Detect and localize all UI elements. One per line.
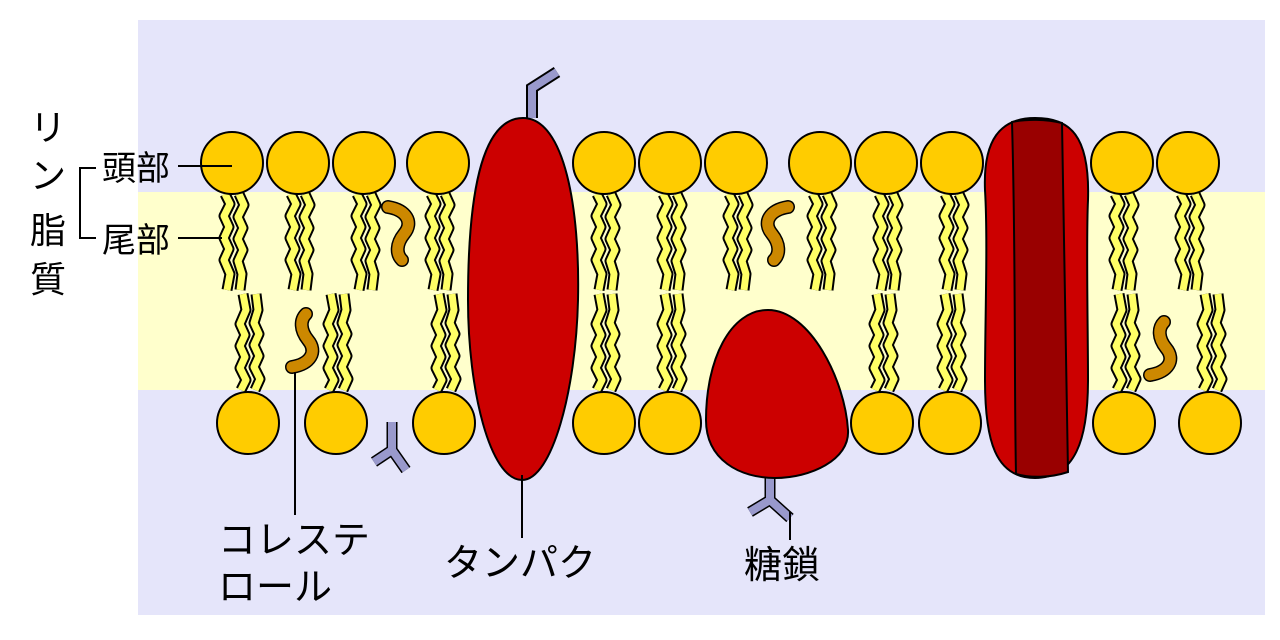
upper-lipid-head-1 [200,131,264,195]
phospholipid-label: リ ン 脂 質 [30,108,66,301]
phospholipid-char-4: 質 [30,260,66,301]
upper-lipid-head-3 [332,131,396,195]
upper-lipid-head-10 [920,131,984,195]
sugar-chain-label: 糖鎖 [744,543,820,587]
protein-channel-core [1010,118,1070,478]
protein-body-2 [704,308,850,480]
upper-lipid-head-8 [788,131,852,195]
upper-lipid-head-6 [638,131,702,195]
head-label: 頭部 [102,149,170,189]
protein-label: タンパク [444,541,596,585]
leader-lines [79,165,791,540]
upper-lipid-head-11 [1090,131,1154,195]
cholesterol-label-line2: ロール [218,565,332,609]
lower-lipid-head-8 [1092,391,1156,455]
lower-lipid-head-1 [216,391,280,455]
lower-lipid-head-5 [638,391,702,455]
phospholipid-char-1: リ [30,108,66,149]
cholesterol-label-line1: コレステ [218,518,370,562]
upper-lipid-head-12 [1156,131,1220,195]
upper-lipid-head-5 [572,131,636,195]
upper-lipid-head-7 [704,131,768,195]
lipid-heads-upper [200,131,1220,195]
lower-lipid-head-2 [304,391,368,455]
peripheral-protein [704,308,850,523]
channel-protein [983,116,1090,480]
bracket-line [79,167,96,239]
upper-lipid-head-4 [406,131,470,195]
lower-lipid-head-7 [918,391,982,455]
phospholipid-char-3: 脂 [30,211,66,252]
upper-lipid-head-9 [854,131,918,195]
phospholipid-char-2: ン [30,156,66,197]
upper-lipid-head-2 [266,131,330,195]
lower-lipid-head-9 [1178,391,1242,455]
lower-lipid-head-3 [412,391,476,455]
lower-lipid-head-4 [572,391,636,455]
lower-lipid-head-6 [850,391,914,455]
lipid-heads-lower [216,391,1242,455]
tail-label: 尾部 [102,221,170,261]
